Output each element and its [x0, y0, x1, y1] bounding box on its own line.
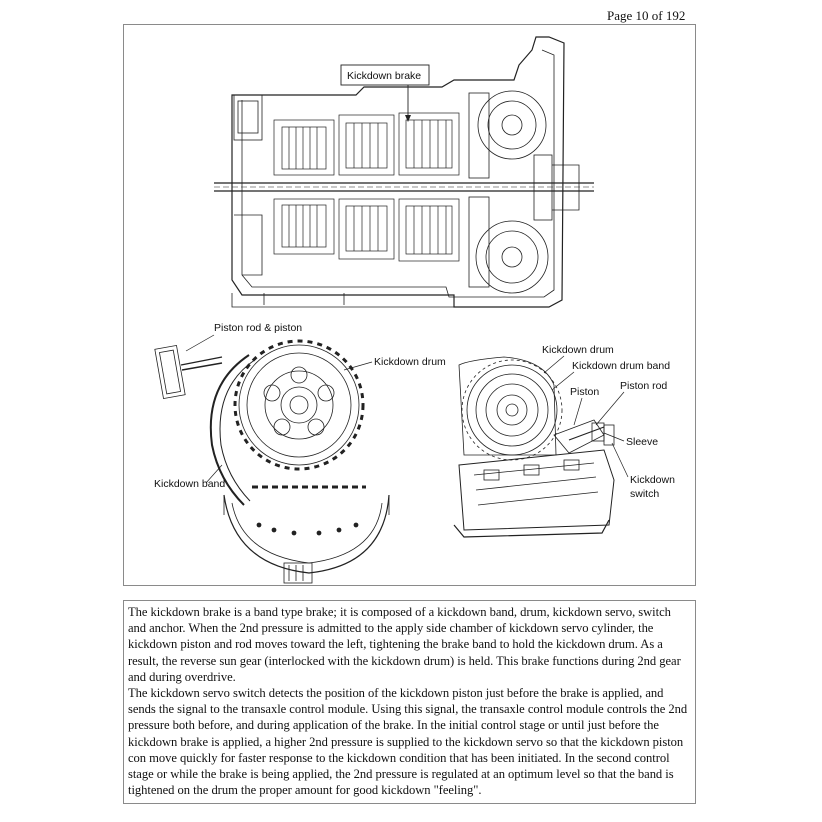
kickdown-band-label: Kickdown band: [154, 478, 225, 490]
description-paragraph-2: The kickdown servo switch detects the po…: [128, 686, 688, 798]
kickdown-servo-drawing: [453, 356, 615, 538]
kickdown-drum-band-drawing: [154, 339, 390, 584]
kickdown-switch-label-line2: switch: [630, 488, 659, 500]
kickdown-drum-label-left: Kickdown drum: [374, 356, 446, 368]
kickdown-switch-label-line1: Kickdown: [630, 474, 675, 486]
description-box: The kickdown brake is a band type brake;…: [123, 600, 696, 804]
sleeve-label: Sleeve: [626, 436, 658, 448]
description-paragraph-1: The kickdown brake is a band type brake;…: [128, 605, 681, 684]
kickdown-brake-label-box: [340, 64, 430, 86]
kickdown-brake-label: Kickdown brake: [347, 70, 421, 82]
kickdown-drum-label-right: Kickdown drum: [542, 344, 614, 356]
transaxle-cross-section-drawing: [214, 36, 594, 308]
piston-rod-label: Piston rod: [620, 380, 667, 392]
kickdown-brake-figure: Kickdown brake: [123, 24, 696, 586]
page-number: Page 10 of 192: [607, 8, 686, 23]
kickdown-drum-band-label: Kickdown drum band: [572, 360, 670, 372]
piston-label: Piston: [570, 386, 599, 398]
piston-rod-piston-label: Piston rod & piston: [214, 322, 302, 334]
